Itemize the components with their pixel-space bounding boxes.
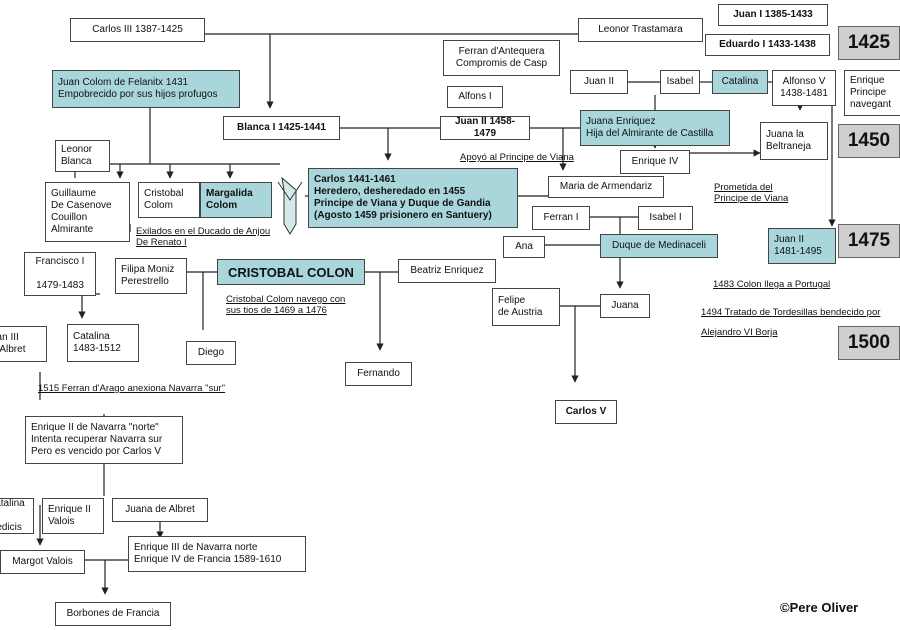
person-margot-valois: Margot Valois xyxy=(0,550,85,574)
person-isabel-top: Isabel xyxy=(660,70,700,94)
person-catalina-navarra: Catalina 1483-1512 xyxy=(67,324,139,362)
person-carlos-iii: Carlos III 1387-1425 xyxy=(70,18,205,42)
person-leonor-trastamara: Leonor Trastamara xyxy=(578,18,703,42)
person-cristobal-colon: CRISTOBAL COLON xyxy=(217,259,365,285)
person-filipa-moniz: Filipa Moniz Perestrello xyxy=(115,258,187,294)
person-leonor-blanca: Leonor Blanca xyxy=(55,140,110,172)
person-catalina-medicis: Catalina de Medicis xyxy=(0,498,34,534)
person-margalida-colom: Margalida Colom xyxy=(200,182,272,218)
year-1500: 1500 xyxy=(838,326,900,360)
person-juana: Juana xyxy=(600,294,650,318)
note-exilados: Exilados en el Ducado de Anjou De Renato… xyxy=(136,226,271,248)
person-guillaume: Guillaume De Casenove Couillon Almirante xyxy=(45,182,130,242)
person-isabel-i: Isabel I xyxy=(638,206,693,230)
year-1450: 1450 xyxy=(838,124,900,158)
person-juan-ii-portugal: Juan II 1481-1495 xyxy=(768,228,836,264)
person-enrique-iv: Enrique IV xyxy=(620,150,690,174)
credit-text: ©Pere Oliver xyxy=(780,600,859,615)
person-enrique-ii-valois: Enrique II Valois xyxy=(42,498,104,534)
person-eduardo-i: Eduardo I 1433-1438 xyxy=(705,34,830,56)
person-ferran-antequera: Ferran d'Antequera Compromis de Casp xyxy=(443,40,560,76)
person-fernando: Fernando xyxy=(345,362,412,386)
person-alfonso-v: Alfonso V 1438-1481 xyxy=(772,70,836,106)
person-francisco-i: Francisco I 1479-1483 xyxy=(24,252,96,296)
person-alfons-i: Alfons I xyxy=(447,86,503,108)
bracket-shape xyxy=(281,176,297,235)
person-catalina-top: Catalina xyxy=(712,70,768,94)
person-juana-enriquez: Juana Enriquez Hija del Almirante de Cas… xyxy=(580,110,730,146)
person-felipe-austria: Felipe de Austria xyxy=(492,288,560,326)
person-beatriz-enriquez: Beatriz Enriquez xyxy=(398,259,496,283)
note-alejandro: Alejandro VI Borja xyxy=(701,327,778,338)
person-juana-beltraneja: Juana la Beltraneja xyxy=(760,122,828,160)
note-navego: Cristobal Colom navego con sus tios de 1… xyxy=(226,294,346,316)
person-ana: Ana xyxy=(503,236,545,258)
person-maria-armendariz: Maria de Armendariz xyxy=(548,176,664,198)
person-enrique-navegante: Enrique Principe navegant xyxy=(844,70,900,116)
person-carlos-viana: Carlos 1441-1461 Heredero, desheredado e… xyxy=(308,168,518,228)
note-anexiona: 1515 Ferran d'Arago anexiona Navarra "su… xyxy=(38,383,226,394)
person-juan-i: Juan I 1385-1433 xyxy=(718,4,828,26)
person-cristobal-colom: Cristobal Colom xyxy=(138,182,200,218)
person-juan-ii-top: Juan II xyxy=(570,70,628,94)
person-carlos-v: Carlos V xyxy=(555,400,617,424)
person-enrique-ii-navarra: Enrique II de Navarra "norte" Intenta re… xyxy=(25,416,183,464)
person-enrique-iii-navarra: Enrique III de Navarra norte Enrique IV … xyxy=(128,536,306,572)
person-juan-colom: Juan Colom de Felanitx 1431 Empobrecido … xyxy=(52,70,240,108)
person-duque-medinaceli: Duque de Medinaceli xyxy=(600,234,718,258)
year-1425: 1425 xyxy=(838,26,900,60)
note-tordesillas: 1494 Tratado de Tordesillas bendecido po… xyxy=(701,307,881,318)
person-ferran-i: Ferran I xyxy=(532,206,590,230)
year-1475: 1475 xyxy=(838,224,900,258)
person-juana-albret: Juana de Albret xyxy=(112,498,208,522)
note-apoyo: Apoyó al Principe de Viana xyxy=(460,152,574,163)
note-prometida: Prometida del Principe de Viana xyxy=(714,182,789,204)
note-llega-portugal: 1483 Colon llega a Portugal xyxy=(713,279,831,290)
person-blanca-i: Blanca I 1425-1441 xyxy=(223,116,340,140)
person-diego: Diego xyxy=(186,341,236,365)
person-borbones: Borbones de Francia xyxy=(55,602,171,626)
person-juan-ii-main: Juan II 1458-1479 xyxy=(440,116,530,140)
person-juan-iii-albret: Juan III de Albret xyxy=(0,326,47,362)
